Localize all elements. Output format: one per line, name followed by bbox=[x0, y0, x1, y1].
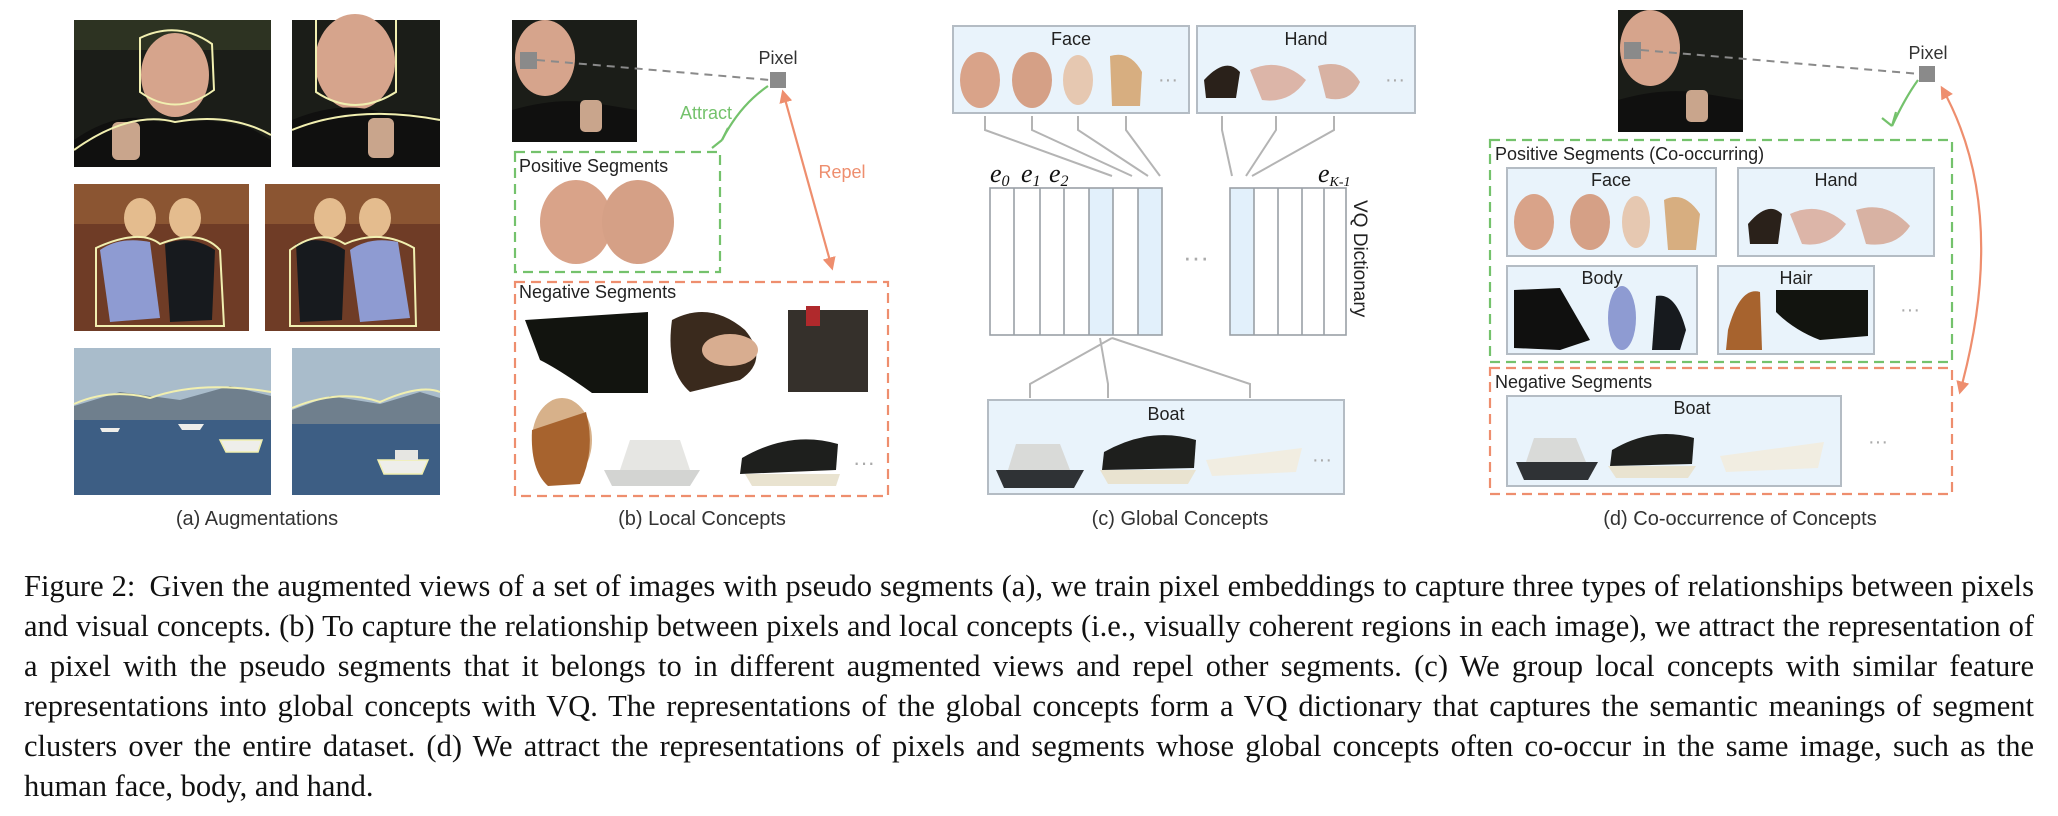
face-ellipsis: ··· bbox=[1158, 69, 1178, 91]
vq-dictionary-right bbox=[1229, 187, 1347, 336]
panel-d-caption: (d) Co-occurrence of Concepts bbox=[1603, 508, 1876, 530]
positive-face-2 bbox=[602, 180, 674, 264]
augmentation-boat-original bbox=[73, 348, 272, 495]
assignment-lines-top bbox=[984, 116, 1335, 177]
augmentation-boat-crop bbox=[291, 348, 441, 495]
repel-label: Repel bbox=[818, 162, 865, 182]
negative-segments-title: Negative Segments bbox=[519, 282, 676, 302]
figure-caption: Figure 2: Given the augmented views of a… bbox=[24, 566, 2034, 806]
co-face-title: Face bbox=[1591, 170, 1631, 190]
pixel-link-line-d bbox=[1640, 49, 1921, 75]
augmentation-face-original bbox=[73, 20, 272, 167]
positive-segments-box bbox=[513, 150, 722, 274]
co-negative-segments-box bbox=[1488, 366, 1954, 496]
vq-dictionary-label: VQ Dictionary bbox=[1349, 200, 1370, 318]
anchor-image bbox=[512, 20, 637, 142]
anchor-pixel-marker-d bbox=[1624, 42, 1641, 59]
codeword-e2: e2 bbox=[1049, 159, 1069, 190]
anchor-pixel-marker bbox=[520, 52, 537, 69]
pixel-label-d: Pixel bbox=[1908, 43, 1947, 63]
negative-segment-hair bbox=[525, 312, 648, 393]
augmentation-people-flipped bbox=[265, 184, 440, 331]
vq-dictionary-left bbox=[989, 187, 1163, 336]
face-title: Face bbox=[1051, 29, 1091, 49]
boat-ellipsis: ··· bbox=[1312, 449, 1332, 471]
codeword-e0: e0 bbox=[990, 159, 1010, 190]
panel-c-caption: (c) Global Concepts bbox=[1092, 508, 1269, 530]
panel-c-global-concepts: Face ··· Hand ··· e0 e1 e2 eK-1 bbox=[952, 25, 1416, 530]
panel-d-co-occurrence: Pixel Positive Segments (Co-occurring) F… bbox=[1488, 10, 1983, 530]
negative-segments-ellipsis: ··· bbox=[853, 450, 875, 475]
co-hand-title: Hand bbox=[1814, 170, 1857, 190]
assignment-lines-bottom bbox=[1029, 337, 1251, 398]
repel-arrow-d bbox=[1940, 85, 1983, 395]
negative-segment-boat bbox=[740, 439, 838, 474]
co-hair-title: Hair bbox=[1779, 268, 1812, 288]
co-positive-ellipsis: ··· bbox=[1900, 299, 1920, 321]
panel-a-augmentations: (a) Augmentations bbox=[73, 14, 441, 530]
attract-label: Attract bbox=[680, 103, 732, 123]
co-boat-title: Boat bbox=[1673, 398, 1710, 418]
co-negative-ellipsis: ··· bbox=[1868, 431, 1888, 453]
augmentation-people-original bbox=[74, 184, 249, 331]
co-negative-title: Negative Segments bbox=[1495, 372, 1652, 392]
pixel-link-line bbox=[536, 59, 771, 81]
pixel-label: Pixel bbox=[758, 48, 797, 68]
codeword-e1: e1 bbox=[1021, 159, 1041, 190]
attract-arrow-d bbox=[1891, 79, 1919, 127]
hand-title: Hand bbox=[1284, 29, 1327, 49]
repel-arrow bbox=[779, 89, 836, 271]
negative-segment-bottles bbox=[788, 310, 868, 392]
co-occurring-segments-box bbox=[1488, 138, 1954, 364]
panel-a-caption: (a) Augmentations bbox=[176, 508, 338, 530]
dictionary-ellipsis: ··· bbox=[1183, 242, 1209, 272]
figure-caption-text: Given the augmented views of a set of im… bbox=[24, 569, 2035, 803]
negative-segments-box bbox=[513, 280, 890, 498]
positive-face-1 bbox=[540, 180, 612, 264]
pixel-icon-d bbox=[1919, 66, 1935, 82]
co-body-title: Body bbox=[1581, 268, 1622, 288]
pixel-icon bbox=[770, 72, 786, 88]
augmentation-face-crop bbox=[291, 14, 441, 167]
negative-segment-yacht bbox=[604, 470, 700, 486]
panel-b-caption: (b) Local Concepts bbox=[618, 508, 786, 530]
co-occurring-title: Positive Segments (Co-occurring) bbox=[1495, 144, 1764, 164]
figure-caption-label: Figure 2: bbox=[24, 569, 136, 603]
codeword-ek: eK-1 bbox=[1318, 159, 1351, 190]
panel-b-local-concepts: Pixel Attract Repel Positive Segments Ne… bbox=[512, 20, 890, 530]
hand-ellipsis: ··· bbox=[1385, 69, 1405, 91]
anchor-image-d bbox=[1618, 10, 1743, 132]
boat-title: Boat bbox=[1147, 404, 1184, 424]
figure-2: (a) Augmentations Pixel Attract Repel Po… bbox=[73, 10, 1983, 530]
positive-segments-title: Positive Segments bbox=[519, 156, 668, 176]
